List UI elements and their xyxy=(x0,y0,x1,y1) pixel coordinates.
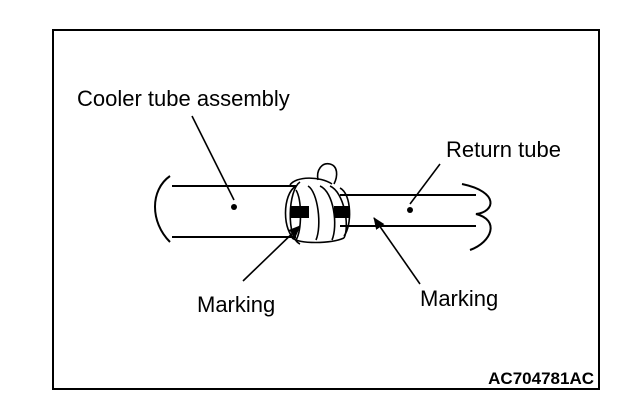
leader-return-tube xyxy=(409,163,441,205)
figure-frame xyxy=(52,29,600,390)
arrow-marking-left xyxy=(242,225,301,282)
return-tube-dot xyxy=(407,207,413,213)
marking-band-left xyxy=(291,206,309,218)
marking-band-right xyxy=(334,206,350,218)
label-marking-right: Marking xyxy=(420,286,498,311)
return-tube xyxy=(340,183,492,251)
label-cooler-tube-assembly: Cooler tube assembly xyxy=(77,86,290,111)
arrow-marking-right xyxy=(373,217,421,285)
label-return-tube: Return tube xyxy=(446,137,561,162)
cooler-tube-assembly xyxy=(154,175,296,243)
figure-code: AC704781AC xyxy=(488,369,594,388)
label-marking-left: Marking xyxy=(197,292,275,317)
cooler-tube-dot xyxy=(231,204,237,210)
leader-cooler-tube xyxy=(191,115,235,201)
